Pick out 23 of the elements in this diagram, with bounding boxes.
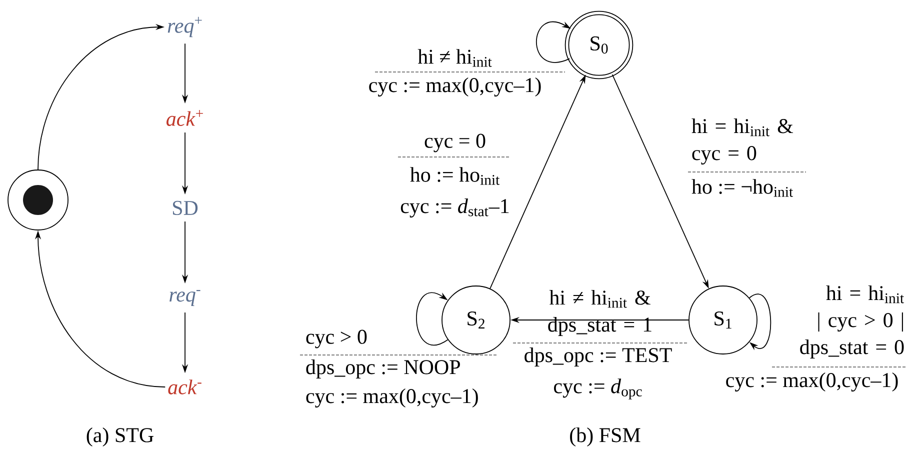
action-label: cyc := d$_{stat}$–1 <box>400 198 509 218</box>
edge-label: hi ≠ hi$_{init}$ <box>418 49 492 67</box>
edge-label: cyc = 0 <box>424 134 486 152</box>
arrow <box>748 294 772 350</box>
action-label: cyc := max(0,cyc–1) <box>726 372 898 392</box>
signal-transition: ack$^{+}$ <box>166 110 203 126</box>
action-label: cyc := max(0,cyc–1) <box>306 388 478 408</box>
edge-label: cyc > 0 <box>306 330 367 348</box>
action-label: ho := ho$_{init}$ <box>410 167 500 185</box>
signal-transition: ack$^{-}$ <box>168 380 202 394</box>
action-label: dps_opc := NOOP <box>306 359 460 378</box>
action-label: dps_opc := TEST <box>524 347 672 366</box>
action-label: cyc := d$_{opc}$ <box>554 378 642 400</box>
token-place <box>8 170 68 230</box>
caption: (a) STG <box>86 427 154 446</box>
signal-transition: req$^{+}$ <box>168 16 202 38</box>
action-label: cyc := max(0,cyc–1) <box>369 77 541 97</box>
arrow <box>416 292 448 346</box>
signal-transition: SD <box>173 200 198 216</box>
edge-label: hi = hi$_{init}$ | cyc > 0 | dps_stat = 0 <box>800 285 904 358</box>
signal-transition: req$^{-}$ <box>170 290 200 306</box>
caption: (b) FSM <box>570 427 640 446</box>
action-label: ho := ¬ho$_{init}$ <box>692 179 793 197</box>
